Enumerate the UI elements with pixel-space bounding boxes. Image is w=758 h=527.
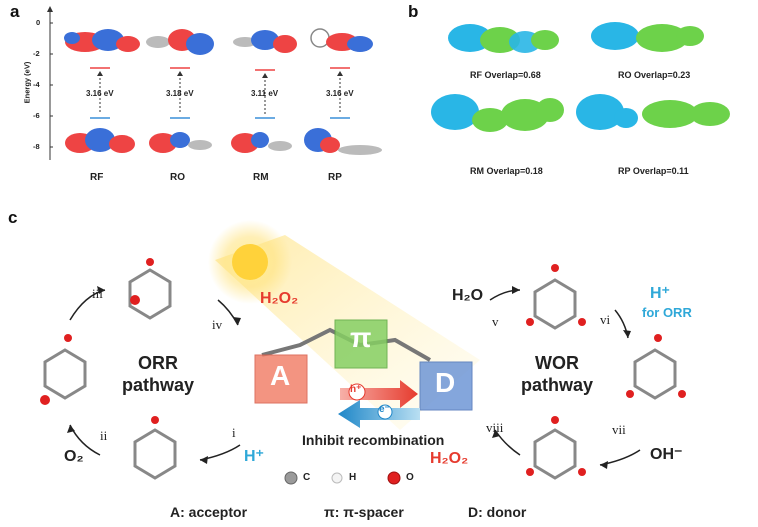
step-iv: iv	[212, 317, 223, 332]
panel-a-ytick-1: -2	[33, 49, 40, 58]
overlap-ro	[591, 22, 704, 52]
step-vi: vi	[600, 312, 611, 327]
overlap-label-ro: RO Overlap=0.23	[618, 70, 691, 80]
h2o2-top-label: H₂O₂	[260, 290, 299, 307]
step-v: v	[492, 314, 499, 329]
panel-a-ticks	[50, 22, 53, 148]
step-i: i	[232, 425, 236, 440]
h2o-label: H₂O	[452, 287, 484, 304]
panel-a-ytick-2: -4	[33, 80, 40, 89]
orbital-rp-lumo	[310, 28, 373, 52]
panel-b-figure	[431, 22, 730, 132]
overlap-label-rf: RF Overlap=0.68	[470, 70, 541, 80]
panel-a-figure	[47, 6, 382, 160]
step-vii: vii	[612, 422, 626, 437]
h-plus-orr-label: H⁺	[650, 285, 670, 302]
acceptor-letter: A	[270, 360, 291, 391]
acceptor-block	[254, 354, 308, 404]
gap-label-rp: 3.16 eV	[326, 89, 354, 98]
panel-a-ytick-3: -6	[33, 111, 40, 120]
orbital-rf-homo	[65, 128, 135, 153]
inhibit-recombination-label: Inhibit recombination	[302, 432, 445, 448]
panel-c-letter: c	[8, 208, 18, 227]
o2-label: O₂	[64, 448, 84, 465]
orbital-rf-lumo	[64, 29, 140, 52]
gap-label-rm: 3.11 eV	[251, 89, 279, 98]
hole-transfer-arrow	[340, 380, 418, 408]
panel-a-letter: a	[10, 2, 20, 21]
panel-b-letter: b	[408, 2, 419, 21]
wor-molecule-bottom	[533, 428, 577, 480]
energy-levels	[90, 67, 350, 119]
electron-label: e⁻	[379, 404, 390, 415]
orr-molecule-top	[128, 268, 172, 320]
donor-block	[419, 361, 473, 411]
gap-label-ro: 3.18 eV	[166, 89, 194, 98]
step-iii: iii	[92, 286, 103, 301]
overlap-rm	[431, 94, 564, 132]
h-plus-left-label: H⁺	[244, 448, 264, 465]
oh-minus-label: OH⁻	[650, 446, 683, 463]
step-viii: viii	[486, 420, 504, 435]
orbital-rm-lumo	[233, 30, 297, 53]
wor-molecule-right	[633, 348, 677, 400]
orr-molecule-bottom	[133, 428, 177, 480]
electron-circle	[377, 404, 393, 420]
atom-legend-oxygen	[387, 471, 401, 485]
legend-acceptor: A: acceptor	[170, 504, 248, 520]
overlap-rp	[576, 94, 730, 130]
atom-legend-c-label: C	[303, 472, 311, 483]
gap-label-rf: 3.16 eV	[86, 89, 114, 98]
overlap-rf	[448, 24, 559, 53]
legend-donor: D: donor	[468, 504, 527, 520]
lumo-orbitals	[64, 28, 373, 55]
orbital-ro-homo	[149, 132, 212, 153]
overlap-label-rp: RP Overlap=0.11	[618, 166, 689, 176]
molecule-label-ro: RO	[170, 172, 185, 183]
homo-orbitals	[65, 128, 382, 155]
orbital-rp-homo	[304, 128, 382, 155]
hole-label: h⁺	[350, 384, 362, 395]
atom-legend-carbon	[284, 471, 298, 485]
h2o2-bottom-label: H₂O₂	[430, 450, 469, 467]
panel-a-ytick-4: -8	[33, 142, 40, 151]
atom-legend-hydrogen	[331, 472, 343, 484]
wor-molecule-top	[533, 278, 577, 330]
wor-right-oxygen	[654, 334, 662, 342]
hole-circle	[348, 383, 366, 401]
wor-top-oxygen	[551, 264, 559, 272]
donor-letter: D	[435, 367, 456, 398]
sun-icon	[232, 244, 268, 280]
cycle-arrowheads	[67, 286, 631, 469]
panel-a-ytick-0: 0	[36, 18, 41, 27]
orbital-rm-homo	[231, 132, 292, 153]
legend-pi-spacer: π: π-spacer	[324, 504, 404, 520]
orr-left-oxygen	[40, 395, 50, 405]
gap-arrowheads	[97, 71, 343, 78]
molecule-label-rm: RM	[253, 172, 269, 183]
for-orr-label: for ORR	[642, 305, 692, 320]
orr-molecule-left	[43, 348, 87, 400]
panel-a-axis-arrow	[47, 6, 53, 12]
wor-bottom-oxygen	[551, 416, 559, 424]
step-ii: ii	[100, 428, 108, 443]
atom-legend-o-label: O	[406, 472, 414, 483]
molecule-label-rp: RP	[328, 172, 342, 183]
orr-top-oxygen	[130, 295, 140, 305]
pi-spacer-block	[334, 319, 388, 369]
orbital-ro-lumo	[146, 29, 214, 55]
pi-letter: π	[350, 322, 372, 353]
overlap-label-rm: RM Overlap=0.18	[470, 166, 543, 176]
gap-arrows	[99, 74, 341, 114]
orr-bottom-oxygen	[151, 416, 159, 424]
molecule-label-rf: RF	[90, 172, 104, 183]
atom-legend-h-label: H	[349, 472, 357, 483]
